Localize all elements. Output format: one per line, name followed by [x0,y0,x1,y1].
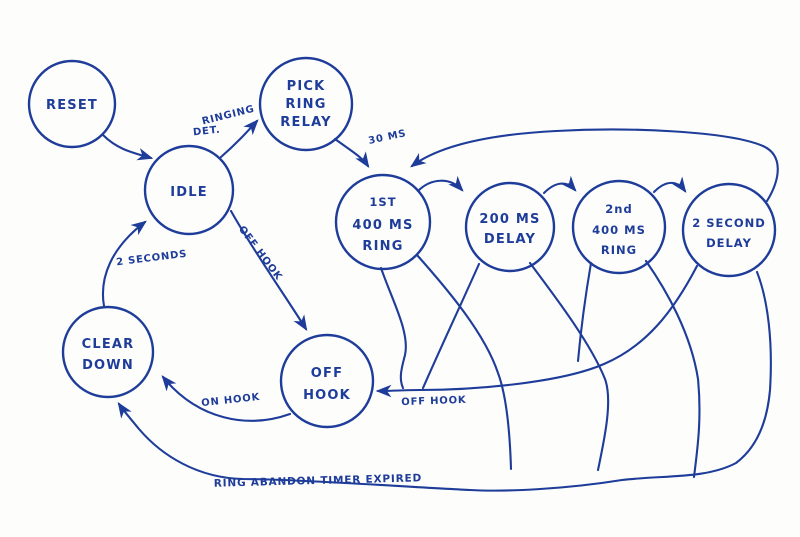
svg-text:200 MS: 200 MS [479,212,540,227]
svg-text:DELAY: DELAY [706,236,752,250]
edge-off-hook-collector [375,264,699,398]
svg-text:RELAY: RELAY [280,115,331,130]
state-second-ring-label: 2nd 400 MS RING [592,202,646,257]
svg-text:HOOK: HOOK [303,388,351,403]
svg-text:2 SECOND: 2 SECOND [692,216,766,230]
edge-label-off-hook-rings: OFF HOOK [401,395,467,408]
state-idle-label: IDLE [170,185,208,200]
edge-clear-down-to-idle [102,220,147,308]
svg-text:PICK: PICK [287,79,326,94]
svg-text:DELAY: DELAY [484,232,536,247]
state-pick-ring-relay [258,56,354,152]
state-first-ring [334,173,432,271]
edge-pick-ring-relay-to-first-ring [333,137,370,168]
edge-label-off-hook-idle: OFF HOOK [236,224,284,283]
edge-200ms-delay-to-abandon [528,261,610,472]
edge-ring-abandon-collector [117,270,772,492]
edge-off-hook-to-clear-down [161,375,292,422]
edge-reset-to-idle [101,133,154,161]
edge-label-det: DET. [193,125,221,139]
edge-first-ring-to-abandon [415,253,513,471]
state-2second-delay-label: 2 SECOND DELAY [692,216,766,250]
state-pick-ring-relay-label: PICK RING RELAY [280,79,331,130]
svg-text:2nd: 2nd [605,202,632,216]
edge-second-ring-to-2second-delay [652,176,687,194]
state-reset-label: RESET [46,98,98,113]
edge-second-ring-to-off-hook [576,261,593,363]
edge-first-ring-to-200ms-delay [416,175,464,193]
state-200ms-delay [464,181,556,273]
svg-text:OFF: OFF [311,366,343,381]
edge-label-2-seconds: 2 SECONDS [116,249,188,269]
state-off-hook [279,333,375,429]
state-clear-down [61,305,155,399]
state-off-hook-label: OFF HOOK [303,366,351,403]
edge-idle-to-off-hook [229,209,308,332]
edge-200ms-delay-to-off-hook [421,262,481,390]
edge-label-on-hook: ON HOOK [201,392,261,409]
svg-text:CLEAR: CLEAR [82,337,135,352]
state-idle [143,144,235,236]
state-2second-delay [681,182,777,278]
edge-200ms-delay-to-second-ring [542,175,577,195]
svg-text:1ST: 1ST [369,195,396,209]
edge-label-ring-abandon-timer-expired: RING ABANDON TIMER EXPIRED [214,472,423,489]
svg-text:RING: RING [601,243,637,257]
svg-text:400 MS: 400 MS [352,218,413,233]
state-first-ring-label: 1ST 400 MS RING [352,195,413,254]
svg-text:RING: RING [362,239,403,254]
state-second-ring [571,179,667,275]
edge-2second-delay-loop-to-first-ring [410,128,779,203]
edge-second-ring-to-abandon [644,259,701,479]
state-reset [27,59,117,149]
edge-idle-to-pick-ring-relay [219,119,259,159]
svg-text:RING: RING [285,97,326,112]
edge-first-ring-to-off-hook [379,266,407,390]
edge-label-30ms: 30 MS [367,128,407,147]
svg-text:DOWN: DOWN [82,358,134,373]
state-clear-down-label: CLEAR DOWN [82,337,135,373]
edge-label-ringing: RINGING [201,104,256,128]
svg-text:400 MS: 400 MS [592,223,646,237]
state-200ms-delay-label: 200 MS DELAY [479,212,540,247]
